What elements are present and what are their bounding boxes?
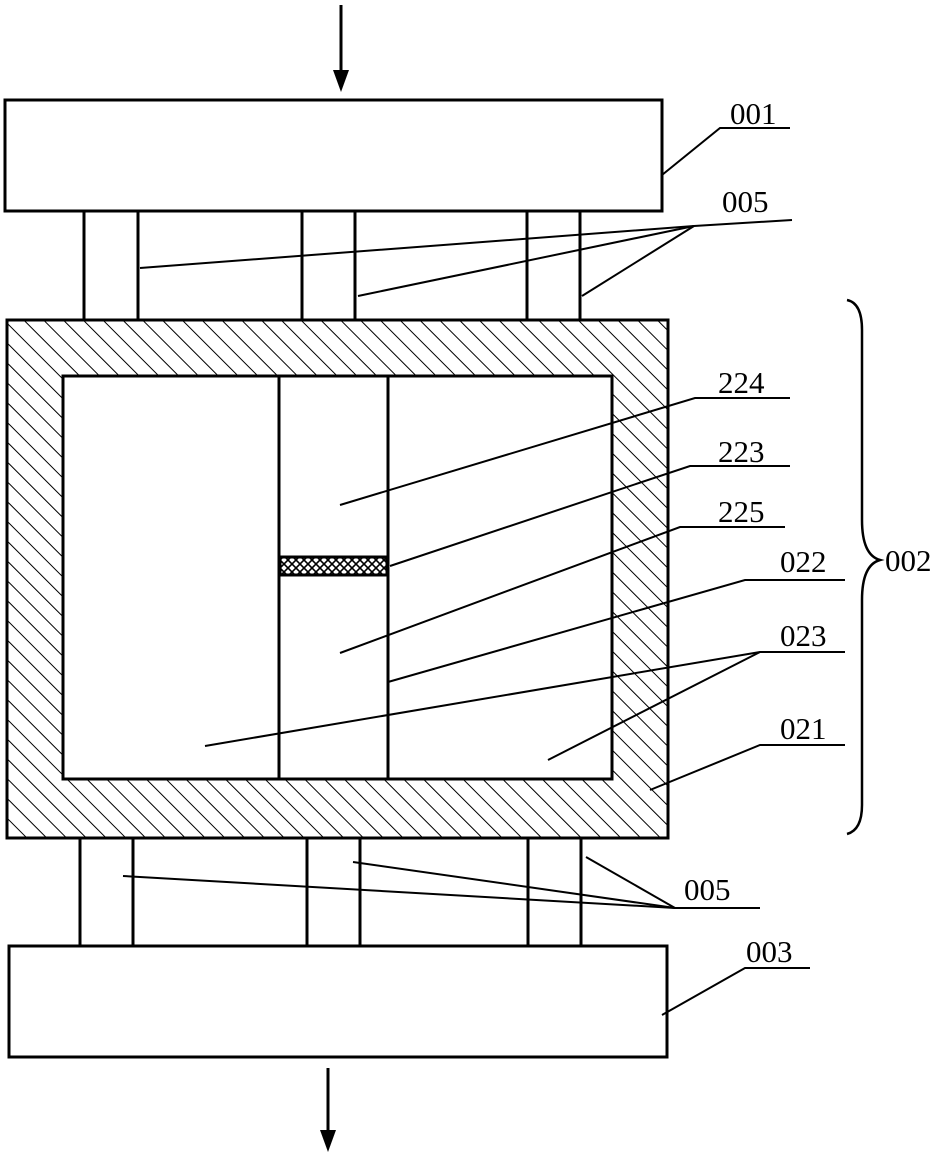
- top-pillars: [82, 211, 582, 320]
- label-pillars-top: 005: [722, 184, 769, 219]
- arrow-down-icon: [320, 1068, 336, 1152]
- label-assembly: 002: [885, 543, 932, 578]
- bottom-pillars: [78, 838, 583, 946]
- mesh-layer: [278, 555, 389, 577]
- label-frame: 021: [780, 711, 827, 746]
- bottom-plate: [7, 944, 669, 1059]
- label-inner-lower: 225: [718, 494, 765, 529]
- label-bottom-plate: 003: [746, 934, 793, 969]
- top-plate: [3, 98, 664, 213]
- label-divider: 022: [780, 544, 827, 579]
- label-chambers: 023: [780, 618, 827, 653]
- label-pillars-bottom: 005: [684, 872, 731, 907]
- assembly-brace: [846, 298, 885, 836]
- arrow-down-icon: [333, 5, 349, 92]
- leader-lines: [122, 127, 845, 1016]
- divider-walls: [277, 376, 390, 779]
- label-mesh: 223: [718, 434, 765, 469]
- label-top-plate: 001: [730, 96, 777, 131]
- label-inner-upper: 224: [718, 365, 765, 400]
- inner-chamber: [61, 374, 614, 781]
